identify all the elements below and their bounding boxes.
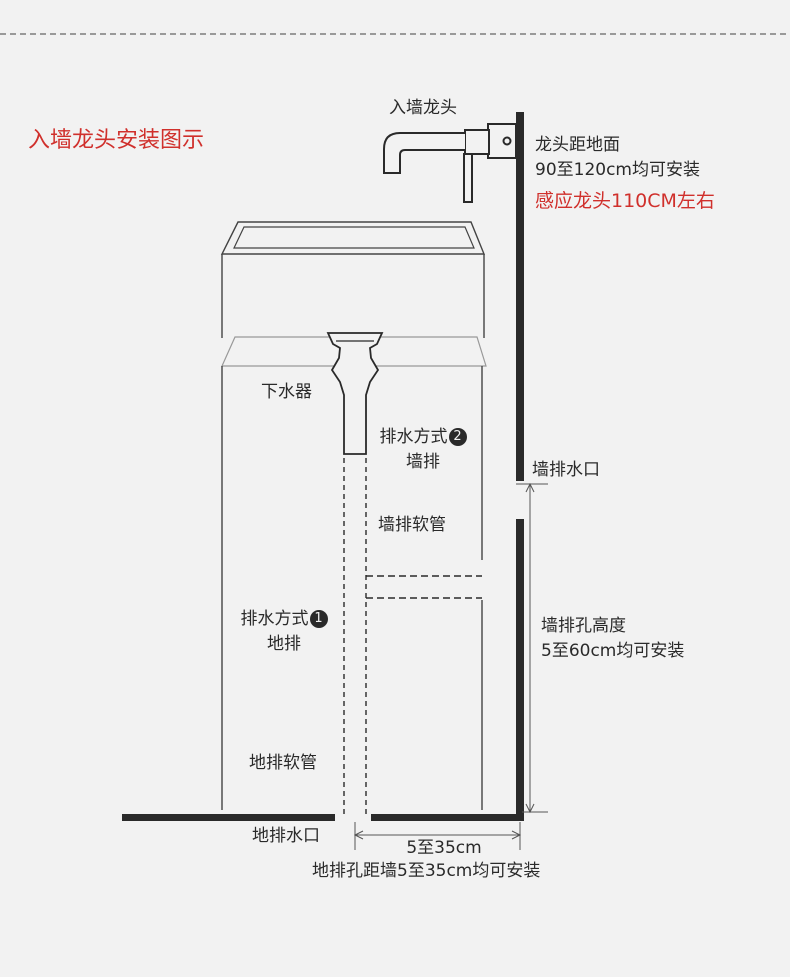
wall-hose-label: 墙排软管: [378, 515, 446, 535]
drain-method-2-kind: 墙排: [406, 452, 440, 472]
wall-hole-height-dimension: [516, 482, 548, 814]
drain-method-1-kind: 地排: [267, 634, 301, 654]
faucet-wall-plate: [487, 123, 517, 159]
diagram-title: 入墙龙头安装图示: [28, 128, 205, 153]
floor-drain-hose: [343, 458, 367, 814]
wall-drain-hose: [366, 575, 482, 599]
sensor-faucet-note: 感应龙头110CM左右: [535, 190, 715, 212]
basin-inner-rim: [233, 226, 475, 249]
faucet-plate-screw: [502, 136, 512, 146]
drain-label: 下水器: [261, 382, 312, 402]
faucet-spout: [383, 132, 465, 174]
faucet-handle: [463, 153, 473, 203]
floor-right: [371, 814, 524, 821]
wall-outlet-label: 墙排水口: [532, 460, 600, 480]
drain-body: [326, 332, 384, 455]
faucet-height-label: 龙头距地面: [535, 135, 620, 155]
floor-distance-value: 5至35cm: [406, 838, 482, 858]
faucet-label: 入墙龙头: [389, 98, 457, 118]
basin-waterline-plane: [221, 336, 487, 367]
number-1-badge: 1: [309, 610, 328, 628]
wall-upper: [516, 112, 524, 481]
wall-faucet-drawing: [383, 123, 517, 203]
floor-outlet-label: 地排水口: [252, 826, 320, 846]
wall-hole-height-label: 墙排孔高度: [541, 616, 626, 636]
floor-hose-label: 地排软管: [249, 753, 317, 773]
drain-method-1-title: 排水方式: [240, 609, 309, 629]
drain-drawing: [326, 332, 384, 455]
floor-distance-dimension: [353, 822, 522, 850]
floor-left: [122, 814, 335, 821]
faucet-body: [464, 129, 490, 155]
number-2-badge: 2: [448, 428, 467, 446]
wall-hole-height-range: 5至60cm均可安装: [541, 641, 685, 661]
floor-distance-note: 地排孔距墙5至35cm均可安装: [312, 861, 541, 881]
faucet-height-range: 90至120cm均可安装: [535, 160, 700, 180]
drain-method-2-title: 排水方式: [379, 427, 448, 447]
wall-lower: [516, 519, 524, 821]
pedestal-basin-drawing: [220, 221, 487, 810]
